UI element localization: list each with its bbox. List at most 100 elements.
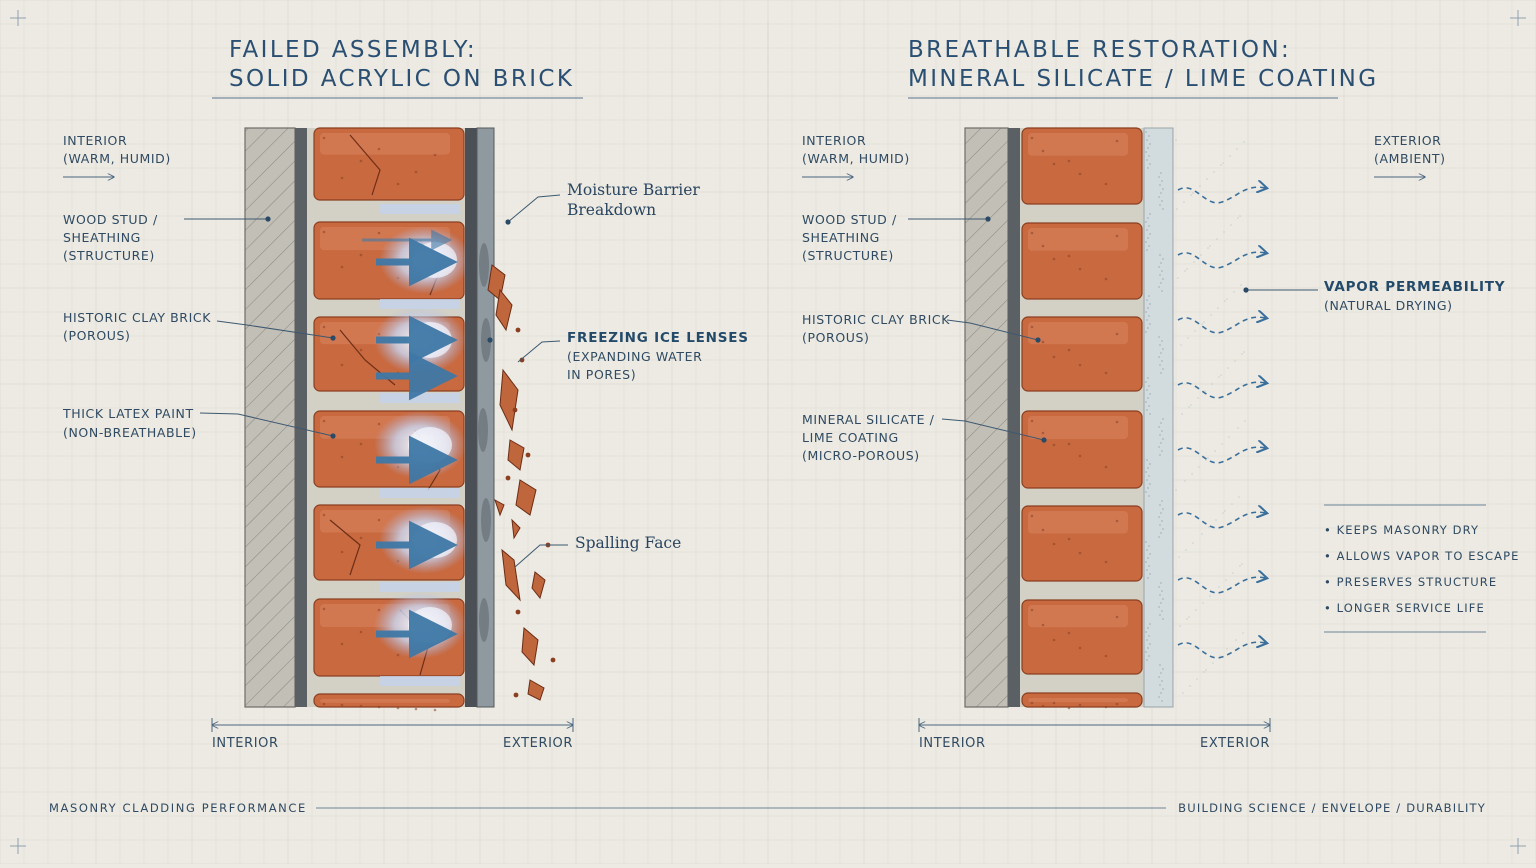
coating-pore [1158, 536, 1160, 538]
ice-core [408, 607, 452, 643]
right-title-line1: BREATHABLE RESTORATION: [908, 37, 1291, 63]
coating-pore [1146, 319, 1148, 321]
coating-pore [1149, 553, 1151, 555]
coating-pore [1147, 397, 1149, 399]
coating-pore [1145, 331, 1147, 333]
vapor-mist [1209, 595, 1211, 597]
coating-pore [1146, 659, 1148, 661]
brick-pore [1030, 325, 1034, 329]
left-paint-label2: (NON-BREATHABLE) [63, 425, 197, 440]
right-coat-label: MINERAL SILICATE / [802, 412, 935, 427]
coating-pore [1160, 512, 1162, 514]
brick-pore [322, 325, 326, 329]
brick-pore [1067, 537, 1071, 541]
vapor-mist [1243, 141, 1245, 143]
brick-pore [322, 513, 326, 517]
vapor-mist [1236, 148, 1238, 150]
brick-pore [377, 231, 381, 235]
vapor-mist [1223, 231, 1225, 233]
coating-pore [1149, 233, 1151, 235]
ice-label3: IN PORES) [567, 367, 636, 382]
coating-pore [1149, 393, 1151, 395]
right-coating-texture [1145, 131, 1246, 702]
vapor-mist [1242, 632, 1244, 634]
coating-pore [1162, 438, 1164, 440]
coating-pore [1146, 229, 1148, 231]
vapor-arrow [1177, 512, 1266, 529]
right-sheathing-layer [1008, 128, 1020, 707]
coating-pore [1147, 307, 1149, 309]
coating-pore [1148, 405, 1150, 407]
left-paint-leader [199, 412, 334, 437]
brick-highlight [1028, 698, 1128, 703]
brick-pore [1041, 244, 1045, 248]
coating-pore [1160, 672, 1162, 674]
barrier-label: Moisture Barrier [567, 181, 700, 199]
vapor-arrow [1177, 382, 1266, 399]
brick-pore [1052, 638, 1056, 642]
right-axis-interior: INTERIOR [919, 736, 986, 751]
vapor-mist [1181, 413, 1183, 415]
vapor-mist [1201, 323, 1203, 325]
coating-pore [1145, 631, 1147, 633]
brick-pore [1115, 702, 1119, 706]
paint-blister [479, 598, 489, 642]
brick-pore [1030, 419, 1034, 423]
vapor-mist [1203, 321, 1205, 323]
brick-pore [359, 159, 363, 163]
brick-highlight [1028, 322, 1128, 345]
ice-leader [517, 340, 561, 363]
coating-pore [1149, 303, 1151, 305]
coating-pore [1146, 159, 1148, 161]
vapor-mist [1226, 298, 1228, 300]
left-stud-dot [265, 216, 271, 222]
benefit-item: • ALLOWS VAPOR TO ESCAPE [1324, 549, 1520, 563]
coating-pore [1161, 520, 1163, 522]
benefit-item: • KEEPS MASONRY DRY [1324, 523, 1479, 537]
vapor-mist [1229, 155, 1231, 157]
right-exterior-sub: (AMBIENT) [1374, 151, 1446, 166]
coating-pore [1145, 221, 1147, 223]
vapor-mist [1222, 512, 1224, 514]
brick-pore [1067, 706, 1071, 710]
brick-highlight [1028, 416, 1128, 440]
brick-pore [1104, 465, 1108, 469]
vapor-dot [1243, 287, 1249, 293]
coating-pore [1159, 504, 1161, 506]
coating-pore [1160, 352, 1162, 354]
right-coat-label3: (MICRO-POROUS) [802, 448, 920, 463]
brick-pore [1078, 646, 1082, 650]
vapor-mist [1199, 185, 1201, 187]
coating-pore [1145, 151, 1147, 153]
coating-pore [1147, 627, 1149, 629]
coating-pore [1161, 290, 1163, 292]
brick-pore [1104, 705, 1108, 709]
coating-pore [1147, 557, 1149, 559]
brick-pore [1078, 703, 1082, 707]
vapor-mist [1239, 215, 1241, 217]
vapor-mist [1188, 406, 1190, 408]
vapor-mist [1180, 344, 1182, 346]
coating-pore [1161, 450, 1163, 452]
coating-pore [1158, 266, 1160, 268]
vapor-mist [1204, 390, 1206, 392]
coating-pore [1149, 163, 1151, 165]
coating-pore [1160, 532, 1162, 534]
left-moisture-arrows [362, 229, 458, 659]
coating-pore [1148, 565, 1150, 567]
vapor-mist [1237, 427, 1239, 429]
coating-pore [1161, 680, 1163, 682]
spall-chip [513, 692, 519, 698]
vapor-mist [1186, 618, 1188, 620]
vapor-mist [1192, 542, 1194, 544]
left-paint-dot [330, 433, 336, 439]
right-interior-sub: (WARM, HUMID) [802, 151, 910, 166]
brick-pore [340, 265, 344, 269]
coating-pore [1147, 647, 1149, 649]
right-brick-leader [946, 319, 1039, 341]
failed-assembly-panel: FAILED ASSEMBLY: SOLID ACRYLIC ON BRICK … [62, 37, 748, 751]
coating-pore [1148, 225, 1150, 227]
vapor-mist [1211, 383, 1213, 385]
coating-pore [1158, 336, 1160, 338]
paint-blister [478, 408, 488, 452]
